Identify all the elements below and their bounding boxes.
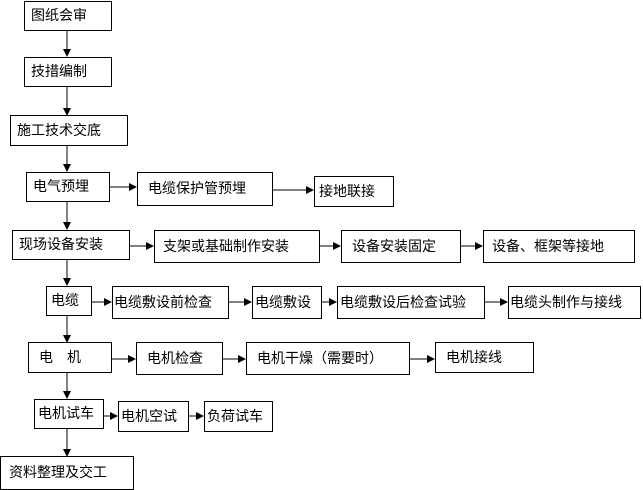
step-grounding-connect: 接地联接 xyxy=(314,176,394,207)
step-drawing-review: 图纸会审 xyxy=(24,1,112,31)
step-cable-precheck: 电缆敷设前检查 xyxy=(112,286,229,319)
step-handover: 资料整理及交工 xyxy=(0,456,134,490)
step-tech-briefing: 施工技术交底 xyxy=(10,115,128,146)
step-bracket-fabrication: 支架或基础制作安装 xyxy=(154,230,320,263)
step-motor-check: 电机检查 xyxy=(136,342,223,375)
step-cable-termination: 电缆头制作与接线 xyxy=(508,286,641,319)
step-cable-conduit-embed: 电缆保护管预埋 xyxy=(137,172,273,206)
step-motor-noload: 电机空试 xyxy=(118,401,189,432)
step-cable-laying: 电缆敷设 xyxy=(252,286,322,319)
step-electrical-embed: 电气预埋 xyxy=(26,172,110,202)
step-motor-trial: 电机试车 xyxy=(34,399,104,429)
step-motor-wiring: 电机接线 xyxy=(435,342,534,373)
step-cable-postcheck: 电缆敷设后检查试验 xyxy=(337,286,485,319)
step-load-trial: 负荷试车 xyxy=(204,401,273,432)
step-equipment-grounding: 设备、框架等接地 xyxy=(483,230,635,263)
step-equipment-install: 现场设备安装 xyxy=(12,230,130,260)
step-cable: 电缆 xyxy=(46,286,92,316)
step-motor-dry: 电机干燥（需要时） xyxy=(246,342,410,375)
step-equipment-fix: 设备安装固定 xyxy=(341,230,461,263)
step-tech-plan: 技措编制 xyxy=(24,57,112,87)
step-motor: 电 机 xyxy=(28,342,112,373)
